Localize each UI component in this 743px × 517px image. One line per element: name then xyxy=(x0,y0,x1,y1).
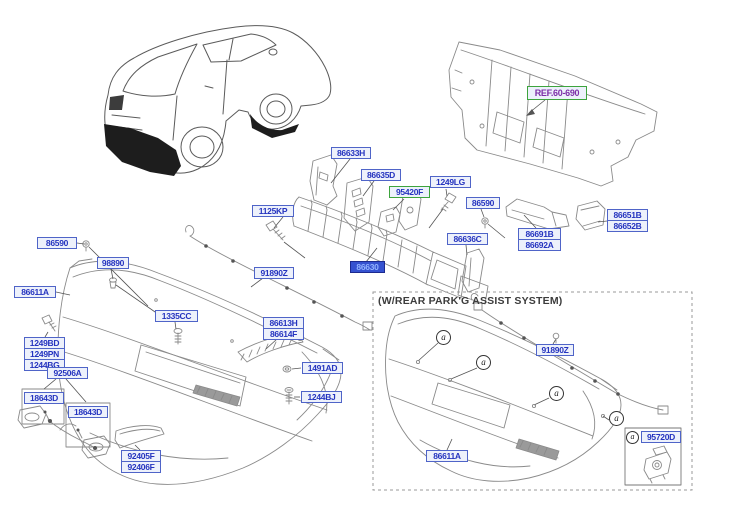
clip-86590-right xyxy=(481,217,489,225)
part-label-1249LG[interactable]: 1249LG xyxy=(430,176,471,188)
bumper-beam-drawing xyxy=(292,154,489,305)
part-number: 1244BJ xyxy=(307,392,336,402)
park-sensor-icon xyxy=(643,451,672,480)
part-number: 18643D xyxy=(74,407,102,417)
part-number: 86611A xyxy=(433,451,461,461)
part-number: 18643D xyxy=(30,393,58,403)
part-number: REF.60-690 xyxy=(534,88,580,98)
garnish-strip-drawing xyxy=(114,425,165,449)
part-label-95720D[interactable]: 95720D xyxy=(641,431,681,443)
sensor-detail-drawing xyxy=(624,427,682,486)
harness-clip xyxy=(552,332,560,340)
part-number: 1335CC xyxy=(161,311,192,321)
sensor-detail-box xyxy=(624,427,682,486)
assist-harness-drawing xyxy=(470,293,669,415)
part-number: 86611A xyxy=(21,287,49,297)
assist-variant-box-drawing xyxy=(372,291,693,491)
part-number: 91890Z xyxy=(541,345,569,355)
part-label-86630[interactable]: 86630 xyxy=(350,261,385,273)
part-number: 91890Z xyxy=(260,268,288,278)
part-number: 1491AD xyxy=(307,363,338,373)
part-label-ref-60-690[interactable]: REF.60-690 xyxy=(527,86,587,100)
part-label-92506A[interactable]: 92506A xyxy=(47,367,88,379)
license-lamp-drawing xyxy=(17,388,111,459)
leader-lines xyxy=(43,99,610,451)
part-number: 1249LG xyxy=(436,177,465,187)
front-wheel xyxy=(259,93,293,125)
part-label-95420F[interactable]: 95420F xyxy=(389,186,430,198)
part-number: 1249BD xyxy=(29,338,60,348)
car-illustration xyxy=(104,25,332,176)
part-number: 1125KP xyxy=(258,206,288,216)
part-label-18643D-1[interactable]: 18643D xyxy=(24,392,64,404)
part-label-91890Z[interactable]: 91890Z xyxy=(254,267,294,279)
rear-bumper-shading xyxy=(104,124,181,176)
part-number: 95420F xyxy=(395,187,424,197)
panel-brackets-drawing xyxy=(505,198,606,231)
part-number: 86651B xyxy=(613,210,642,220)
assist-box-border xyxy=(372,291,693,491)
fasteners-drawing xyxy=(41,192,489,405)
part-label-98890[interactable]: 98890 xyxy=(97,257,129,269)
part-number: 98890 xyxy=(101,258,125,268)
variant-box-title: (W/REAR PARK'G ASSIST SYSTEM) xyxy=(378,295,563,307)
part-number: 92405F xyxy=(127,451,155,461)
part-number: 86636C xyxy=(453,234,482,244)
part-number: 86630 xyxy=(356,262,379,272)
rear-bumper-cover-drawing xyxy=(57,258,342,485)
part-label-86611A-assist[interactable]: 86611A xyxy=(426,450,468,462)
assist-bumper-drawing xyxy=(385,308,622,482)
part-number: 92406F xyxy=(122,461,160,472)
part-number: 86633H xyxy=(337,148,365,158)
part-label-86590-right[interactable]: 86590 xyxy=(466,197,500,209)
bolt-1249LG xyxy=(444,192,457,204)
part-label-86633H[interactable]: 86633H xyxy=(331,147,371,159)
part-label-1125KP[interactable]: 1125KP xyxy=(252,205,294,217)
part-number: 86613H xyxy=(269,318,298,328)
rear-body-panel-drawing xyxy=(448,41,658,187)
part-number: 95720D xyxy=(647,432,675,442)
front-lower-shading xyxy=(250,114,299,138)
part-number: 86692A xyxy=(519,239,560,250)
part-number: 86652B xyxy=(608,220,647,231)
part-number: 92506A xyxy=(53,368,82,378)
part-label-1335CC[interactable]: 1335CC xyxy=(155,310,198,322)
part-label-86611A[interactable]: 86611A xyxy=(14,286,56,298)
part-label-18643D-2[interactable]: 18643D xyxy=(68,406,108,418)
reflector-shading xyxy=(192,384,241,407)
part-number: 1244BG xyxy=(25,359,64,370)
bolt-1125KP xyxy=(265,220,278,232)
bolt-1249BD xyxy=(41,314,53,325)
part-label-91890Z-assist[interactable]: 91890Z xyxy=(536,344,574,356)
part-label-86635D[interactable]: 86635D xyxy=(361,169,401,181)
part-label-86590-left[interactable]: 86590 xyxy=(37,237,77,249)
part-number: 86691B xyxy=(525,229,554,239)
rear-wheel xyxy=(180,126,224,168)
part-number: 86590 xyxy=(471,198,495,208)
part-label-86636C[interactable]: 86636C xyxy=(447,233,488,245)
part-label-1491AD[interactable]: 1491AD xyxy=(302,362,343,374)
part-number: 86614F xyxy=(264,328,303,339)
taillight-shading xyxy=(109,95,124,110)
clip-1491AD xyxy=(282,365,292,373)
part-label-1244BJ[interactable]: 1244BJ xyxy=(301,391,342,403)
part-number: 86635D xyxy=(367,170,395,180)
part-number: 1249PN xyxy=(25,348,64,359)
bracket-86636C xyxy=(461,248,485,293)
part-number: 86590 xyxy=(45,238,69,248)
